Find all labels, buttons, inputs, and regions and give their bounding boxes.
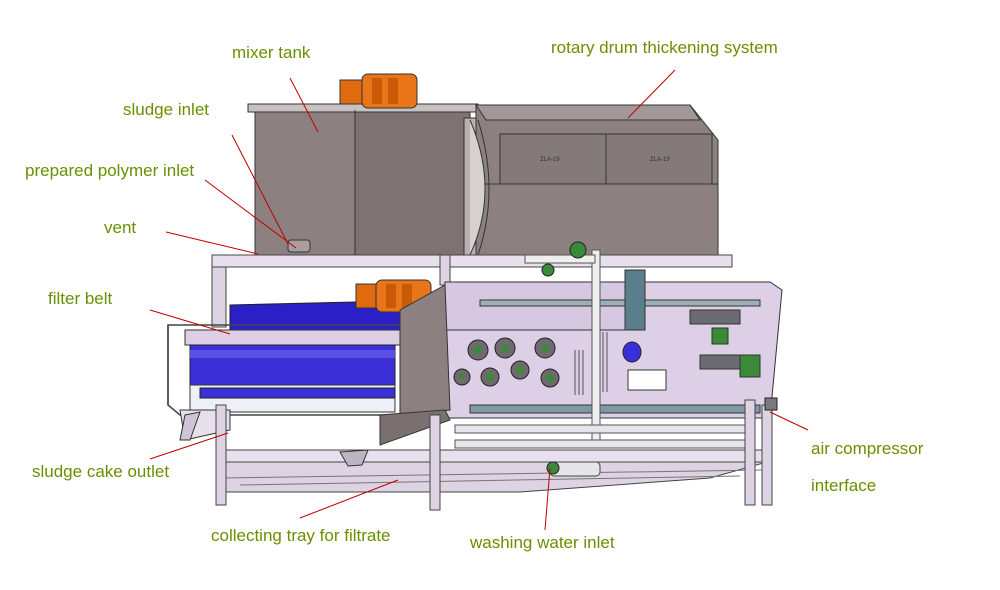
label-filter-belt: filter belt [48, 289, 113, 308]
upper-frame [211, 254, 733, 328]
base-frame [215, 399, 773, 511]
label-washing-water: washing water inlet [470, 533, 615, 552]
label-interface: interface [811, 476, 877, 495]
label-cake-outlet: sludge cake outlet [32, 462, 170, 481]
label-collecting-tray: collecting tray for filtrate [211, 526, 391, 545]
label-air-compressor: air compressor [811, 439, 924, 458]
mixer-tank [247, 103, 479, 256]
top-motor [339, 73, 418, 109]
label-vent: vent [104, 218, 137, 237]
air-interface-fitting [764, 397, 778, 411]
label-mixer-tank: mixer tank [232, 43, 311, 62]
label-polymer-inlet: prepared polymer inlet [25, 161, 195, 180]
filter-belt [167, 299, 441, 416]
panel-text-right: ZLA-19 [650, 157, 670, 163]
panel-text-left: ZLA-19 [540, 157, 560, 163]
label-rotary-drum: rotary drum thickening system [551, 38, 778, 57]
label-sludge-inlet: sludge inlet [123, 100, 210, 119]
leader-lines [149, 69, 809, 531]
side-plate [444, 241, 783, 449]
rotary-drum-housing: ZLA-19 ZLA-19 [469, 104, 719, 256]
